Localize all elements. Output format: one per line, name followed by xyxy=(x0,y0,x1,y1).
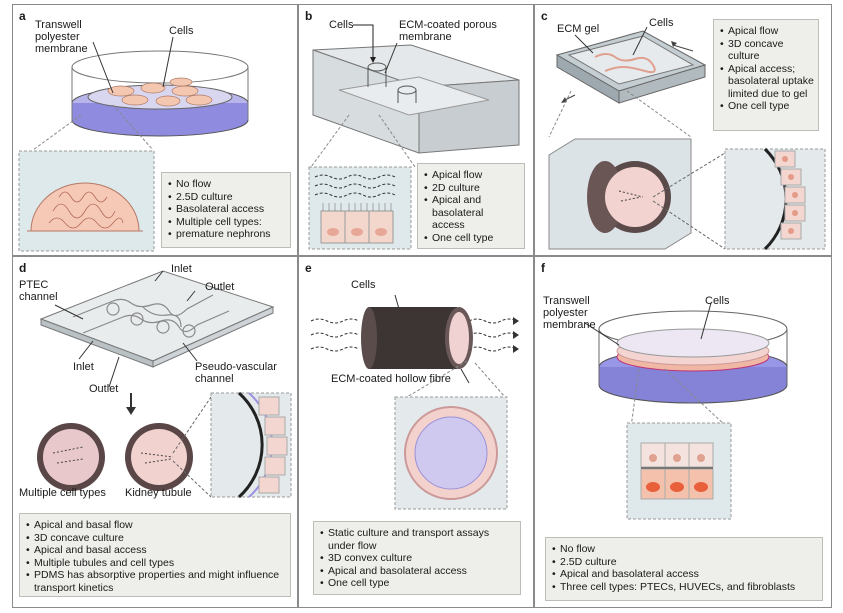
feature-item: No flow xyxy=(168,178,284,191)
multiple-cell-types-label: Multiple cell types xyxy=(19,487,106,499)
feature-item: 3D concave culture xyxy=(26,532,284,545)
outlet-bottom-label: Outlet xyxy=(89,383,119,395)
feature-item: Three cell types: PTECs, HUVECs, and fib… xyxy=(552,581,816,594)
gel-label: ECM gel xyxy=(557,23,600,35)
feature-item: Multiple cell types: xyxy=(168,216,284,229)
feature-item: One cell type xyxy=(320,577,514,590)
cells-label: Cells xyxy=(649,17,674,29)
feature-item: 3D concave culture xyxy=(720,38,814,63)
panel-b-letter: b xyxy=(305,9,313,23)
panel-c-letter: c xyxy=(541,9,548,23)
feature-item: 2.5D culture xyxy=(552,556,816,569)
panel-a-letter: a xyxy=(19,9,26,23)
pseudo-vascular-label: Pseudo-vascular channel xyxy=(195,361,277,385)
microfluidic-chip-diagram-d xyxy=(37,270,292,499)
panel-d: d Inlet PTEC channel Outlet Inlet xyxy=(12,256,298,608)
feature-item: premature nephrons xyxy=(168,228,284,241)
feature-item: Basolateral access xyxy=(168,203,284,216)
feature-item: Apical and basolateral access xyxy=(552,568,816,581)
panel-b: b Cells ECM-coated porous membrane Apica… xyxy=(298,4,534,256)
feature-box-a: No flow 2.5D culture Basolateral access … xyxy=(161,172,291,248)
inlet-bottom-label: Inlet xyxy=(73,361,94,373)
feature-box-f: No flow 2.5D culture Apical and basolate… xyxy=(545,537,823,601)
feature-item: Apical and basal flow xyxy=(26,519,284,532)
inlet-top-label: Inlet xyxy=(171,263,192,275)
kidney-tubule-label: Kidney tubule xyxy=(125,487,192,499)
membrane-chip-diagram-b xyxy=(308,24,520,250)
feature-box-c: Apical flow 3D concave culture Apical ac… xyxy=(713,19,819,131)
panel-c: c ECM gel Cells Apical flow 3D concave c… xyxy=(534,4,832,256)
panel-a: a Transwell polyester membrane Cells No … xyxy=(12,4,298,256)
cells-label: Cells xyxy=(705,295,730,307)
panel-e: e Cells ECM-coated hollow fibre Static c… xyxy=(298,256,534,608)
feature-item: 2.5D culture xyxy=(168,191,284,204)
feature-item: One cell type xyxy=(424,232,518,245)
membrane-label: Transwell polyester membrane xyxy=(543,295,596,331)
gel-chip-diagram-c xyxy=(548,26,826,251)
panel-d-letter: d xyxy=(19,261,27,275)
feature-item: PDMS has absorptive properties and might… xyxy=(26,569,284,594)
membrane-label: Transwell polyester membrane xyxy=(35,19,88,55)
feature-box-b: Apical flow 2D culture Apical and basola… xyxy=(417,163,525,249)
membrane-label: ECM-coated porous membrane xyxy=(399,19,497,43)
feature-box-d: Apical and basal flow 3D concave culture… xyxy=(19,513,291,597)
feature-box-e: Static culture and transport assays unde… xyxy=(313,521,521,595)
feature-item: Apical access; basolateral uptake limite… xyxy=(720,63,814,101)
cells-label: Cells xyxy=(329,19,354,31)
panel-f: f Transwell polyester membrane Cells No … xyxy=(534,256,832,608)
panel-e-letter: e xyxy=(305,261,312,275)
transwell-coculture-diagram-f xyxy=(584,302,788,520)
ptec-channel-label: PTEC channel xyxy=(19,279,58,303)
feature-item: Apical flow xyxy=(720,25,812,38)
feature-item: 2D culture xyxy=(424,182,518,195)
feature-item: One cell type xyxy=(720,100,812,113)
hollow-fibre-diagram-e xyxy=(310,294,519,510)
outlet-top-label: Outlet xyxy=(205,281,235,293)
feature-item: 3D convex culture xyxy=(320,552,514,565)
feature-item: Multiple tubules and cell types xyxy=(26,557,284,570)
fibre-label: ECM-coated hollow fibre xyxy=(331,373,451,385)
panel-f-letter: f xyxy=(541,261,545,275)
cells-label: Cells xyxy=(169,25,194,37)
feature-item: Apical and basolateral access xyxy=(424,194,512,232)
feature-item: Static culture and transport assays unde… xyxy=(320,527,498,552)
feature-item: Apical and basal access xyxy=(26,544,284,557)
feature-item: Apical flow xyxy=(424,169,518,182)
feature-item: No flow xyxy=(552,543,816,556)
cells-label: Cells xyxy=(351,279,376,291)
transwell-diagram-a xyxy=(18,36,249,252)
feature-item: Apical and basolateral access xyxy=(320,565,514,578)
